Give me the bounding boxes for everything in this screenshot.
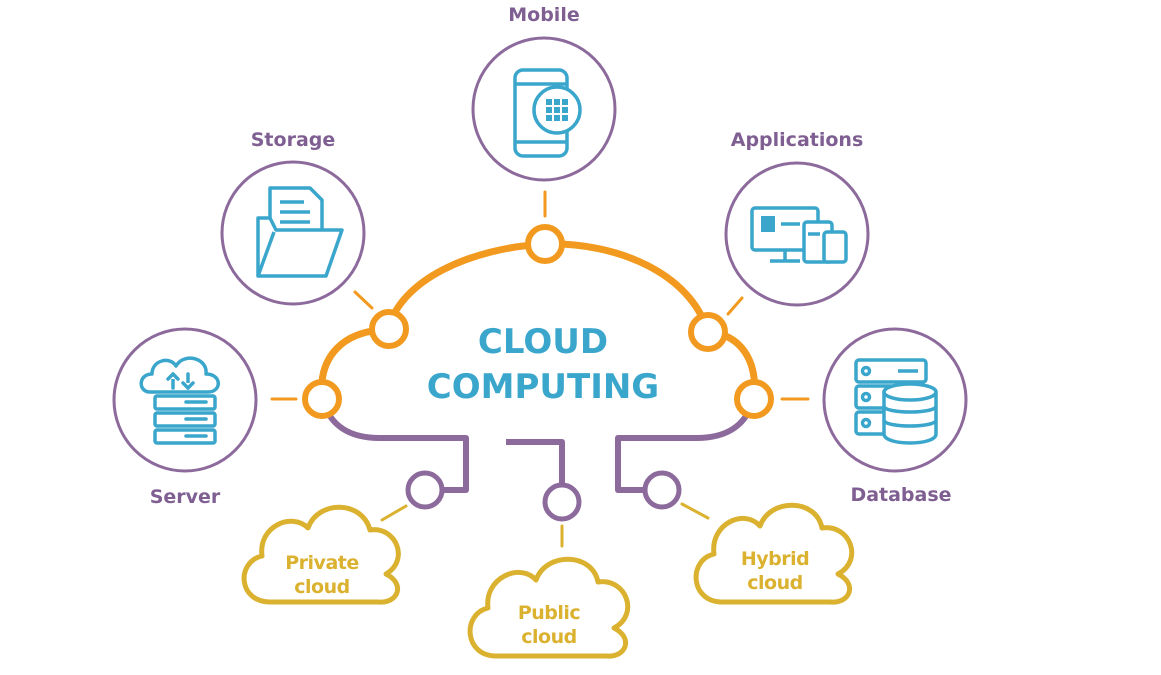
node-database-label: Database	[850, 484, 951, 506]
database-server-icon	[854, 358, 938, 445]
junction-bottom-middle	[542, 482, 582, 522]
node-applications-label: Applications	[731, 129, 864, 151]
node-mobile-label: Mobile	[508, 4, 579, 26]
junction-left	[302, 379, 342, 419]
node-storage: Storage	[220, 129, 366, 306]
node-server: Server	[112, 327, 258, 508]
central-cloud-lower-outline-right	[615, 397, 757, 493]
folder-documents-icon	[256, 186, 344, 278]
hybrid-cloud-line1: Hybrid	[741, 548, 809, 570]
central-cloud-lower-outline	[319, 397, 469, 493]
junction-right	[734, 379, 774, 419]
junction-top	[525, 224, 565, 264]
private-cloud-line2: cloud	[294, 576, 349, 598]
private-cloud: Private cloud	[241, 504, 401, 605]
private-cloud-shape	[241, 504, 401, 605]
hybrid-cloud-shape	[693, 502, 855, 605]
orange-junction-circles	[302, 224, 774, 419]
public-cloud-shape	[467, 556, 631, 659]
node-server-label: Server	[150, 486, 221, 508]
public-cloud-line2: cloud	[521, 626, 576, 648]
cloud-server-icon	[139, 356, 220, 445]
connector-lines	[270, 190, 810, 401]
center-title-line2: COMPUTING	[427, 367, 659, 407]
mobile-phone-icon	[513, 68, 582, 158]
public-cloud: Public cloud	[467, 556, 631, 659]
cloud-connector-lines	[380, 502, 710, 548]
junction-bottom-left	[405, 470, 445, 510]
node-database: Database	[822, 327, 968, 506]
desktop-devices-icon	[750, 206, 848, 264]
node-mobile: Mobile	[471, 4, 617, 182]
node-storage-label: Storage	[251, 129, 336, 151]
junction-bottom-right	[642, 470, 682, 510]
node-applications: Applications	[724, 129, 870, 307]
public-cloud-line1: Public	[518, 602, 580, 624]
hybrid-cloud: Hybrid cloud	[693, 502, 855, 605]
center-title-line1: CLOUD	[478, 322, 608, 362]
purple-junction-circles	[405, 470, 682, 522]
hybrid-cloud-line2: cloud	[747, 572, 802, 594]
junction-upper-right	[688, 312, 728, 352]
junction-upper-left	[369, 309, 409, 349]
central-cloud-middle-leg	[506, 439, 565, 484]
private-cloud-line1: Private	[285, 552, 358, 574]
